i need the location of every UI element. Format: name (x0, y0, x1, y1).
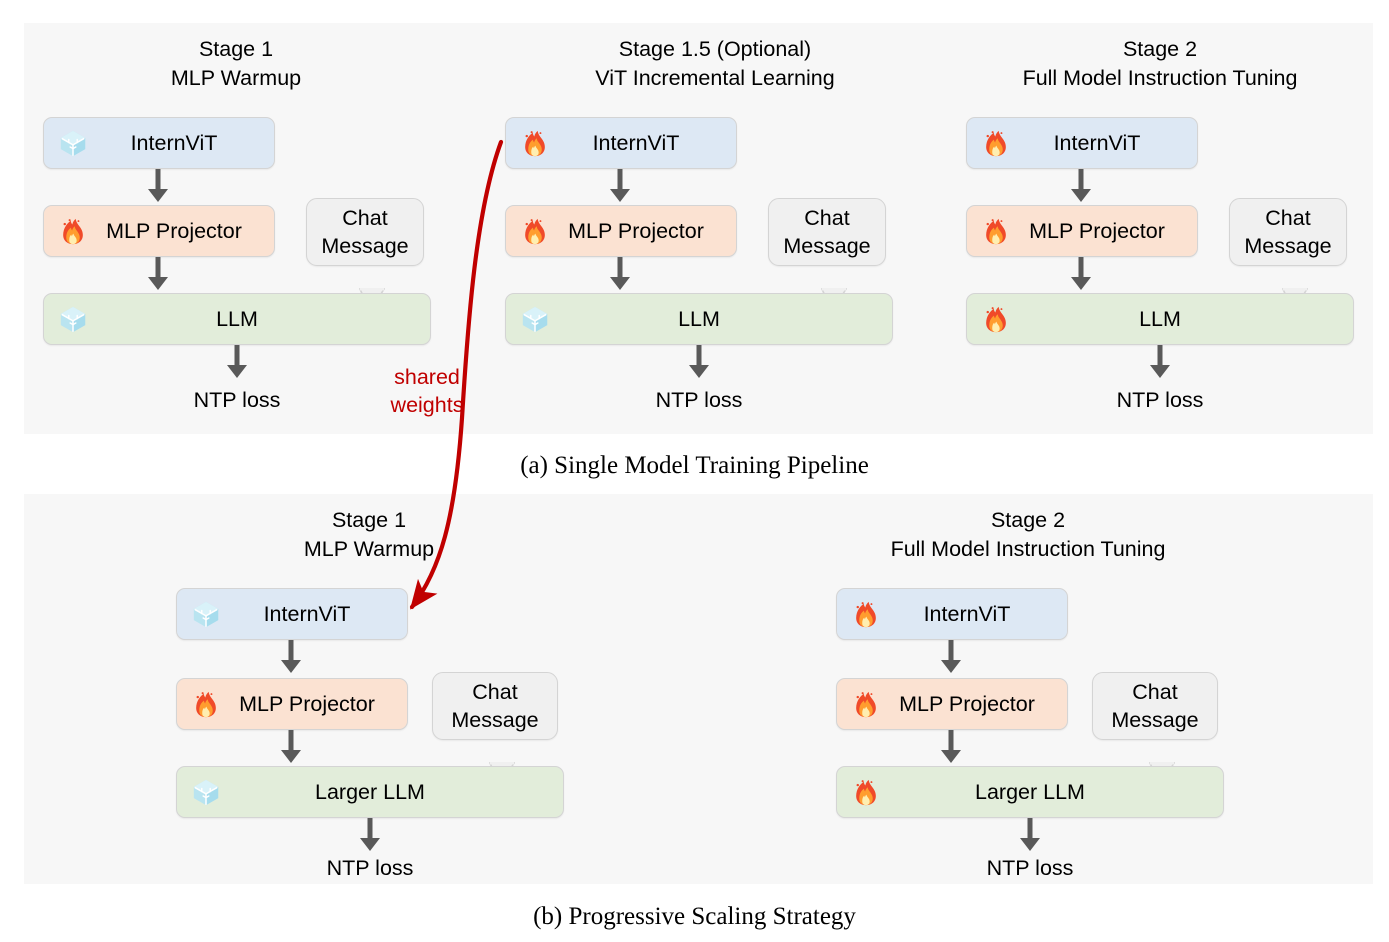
block-label: LLM (1139, 306, 1181, 331)
arrow-vit-to-mlp-b-stage2 (939, 640, 963, 676)
block-label: Larger LLM (975, 779, 1085, 804)
arrow-llm-to-loss-b-stage2 (1018, 818, 1042, 854)
ntp-loss-label-b-stage1: NTP loss (326, 856, 414, 880)
chat-message-bubble-stage1-5: Chat Message (768, 198, 886, 314)
block-internvit-b-stage1[interactable]: InternViT (176, 588, 408, 640)
fire-icon (851, 777, 881, 807)
column-header-line2: MLP Warmup (303, 537, 435, 561)
block-llm-stage1[interactable]: LLM (43, 293, 431, 345)
bubble-line1: Chat (342, 206, 388, 230)
chat-message-bubble-b-stage2: Chat Message (1092, 672, 1218, 788)
arrow-mlp-to-llm-stage1 (146, 257, 170, 293)
column-header-stage1-5: Stage 1.5 (Optional) ViT Incremental Lea… (545, 35, 885, 93)
arrow-vit-to-mlp-stage1-5 (608, 169, 632, 205)
arrow-llm-to-loss-stage1-5 (687, 345, 711, 381)
column-header-line1: Stage 1 (331, 508, 407, 532)
ice-cube-icon (58, 304, 88, 334)
arrow-vit-to-mlp-b-stage1 (279, 640, 303, 676)
block-internvit-b-stage2[interactable]: InternViT (836, 588, 1068, 640)
shared-weights-line2: weights (390, 393, 464, 417)
bubble-line1: Chat (1265, 206, 1311, 230)
shared-weights-annotation: shared weights (367, 363, 487, 419)
column-header-line2: Full Model Instruction Tuning (1022, 66, 1298, 90)
bubble-line2: Message (451, 708, 539, 732)
fire-icon (191, 689, 221, 719)
fire-icon (520, 216, 550, 246)
arrow-mlp-to-llm-b-stage2 (939, 730, 963, 766)
column-header-line2: Full Model Instruction Tuning (890, 537, 1166, 561)
bubble-line1: Chat (1132, 680, 1178, 704)
fire-icon (851, 599, 881, 629)
block-mlp-projector-stage2[interactable]: MLP Projector (966, 205, 1198, 257)
bubble-line1: Chat (804, 206, 850, 230)
fire-icon (851, 689, 881, 719)
block-mlp-projector-b-stage1[interactable]: MLP Projector (176, 678, 408, 730)
block-label: Larger LLM (315, 779, 425, 804)
column-header-line1: Stage 1.5 (Optional) (618, 37, 812, 61)
ice-cube-icon (58, 128, 88, 158)
bubble-line2: Message (783, 234, 871, 258)
block-internvit-stage1-5[interactable]: InternViT (505, 117, 737, 169)
block-mlp-projector-stage1-5[interactable]: MLP Projector (505, 205, 737, 257)
fire-icon (981, 216, 1011, 246)
column-header-line2: MLP Warmup (170, 66, 302, 90)
shared-weights-line1: shared (394, 365, 460, 389)
fire-icon (520, 128, 550, 158)
block-label: LLM (216, 306, 258, 331)
column-header-line1: Stage 2 (990, 508, 1066, 532)
column-header-line1: Stage 2 (1122, 37, 1198, 61)
block-llm-stage2[interactable]: LLM (966, 293, 1354, 345)
ice-cube-icon (520, 304, 550, 334)
block-larger-llm-b-stage1[interactable]: Larger LLM (176, 766, 564, 818)
ice-cube-icon (191, 777, 221, 807)
caption-panel-b: (b) Progressive Scaling Strategy (533, 903, 856, 930)
arrow-vit-to-mlp-stage1 (146, 169, 170, 205)
column-header-b-stage1: Stage 1 MLP Warmup (209, 506, 529, 564)
block-mlp-projector-b-stage2[interactable]: MLP Projector (836, 678, 1068, 730)
caption-panel-a: (a) Single Model Training Pipeline (520, 452, 869, 479)
fire-icon (58, 216, 88, 246)
block-larger-llm-b-stage2[interactable]: Larger LLM (836, 766, 1224, 818)
chat-message-bubble-b-stage1: Chat Message (432, 672, 558, 788)
chat-message-bubble-stage2: Chat Message (1229, 198, 1347, 314)
block-llm-stage1-5[interactable]: LLM (505, 293, 893, 345)
arrow-llm-to-loss-stage2 (1148, 345, 1172, 381)
chat-message-bubble-stage1: Chat Message (306, 198, 424, 314)
bubble-line2: Message (321, 234, 409, 258)
bubble-line1: Chat (472, 680, 518, 704)
bubble-line2: Message (1244, 234, 1332, 258)
arrow-mlp-to-llm-stage1-5 (608, 257, 632, 293)
column-header-stage2: Stage 2 Full Model Instruction Tuning (990, 35, 1330, 93)
arrow-llm-to-loss-stage1 (225, 345, 249, 381)
ntp-loss-label-stage1-5: NTP loss (655, 388, 743, 412)
ice-cube-icon (191, 599, 221, 629)
ntp-loss-label-b-stage2: NTP loss (986, 856, 1074, 880)
column-header-line2: ViT Incremental Learning (595, 66, 835, 90)
fire-icon (981, 304, 1011, 334)
block-internvit-stage1[interactable]: InternViT (43, 117, 275, 169)
block-internvit-stage2[interactable]: InternViT (966, 117, 1198, 169)
ntp-loss-label-stage1: NTP loss (193, 388, 281, 412)
arrow-mlp-to-llm-stage2 (1069, 257, 1093, 293)
block-mlp-projector-stage1[interactable]: MLP Projector (43, 205, 275, 257)
column-header-b-stage2: Stage 2 Full Model Instruction Tuning (858, 506, 1198, 564)
arrow-vit-to-mlp-stage2 (1069, 169, 1093, 205)
fire-icon (981, 128, 1011, 158)
column-header-line1: Stage 1 (198, 37, 274, 61)
arrow-llm-to-loss-b-stage1 (358, 818, 382, 854)
ntp-loss-label-stage2: NTP loss (1116, 388, 1204, 412)
arrow-mlp-to-llm-b-stage1 (279, 730, 303, 766)
bubble-line2: Message (1111, 708, 1199, 732)
column-header-stage1: Stage 1 MLP Warmup (76, 35, 396, 93)
block-label: LLM (678, 306, 720, 331)
